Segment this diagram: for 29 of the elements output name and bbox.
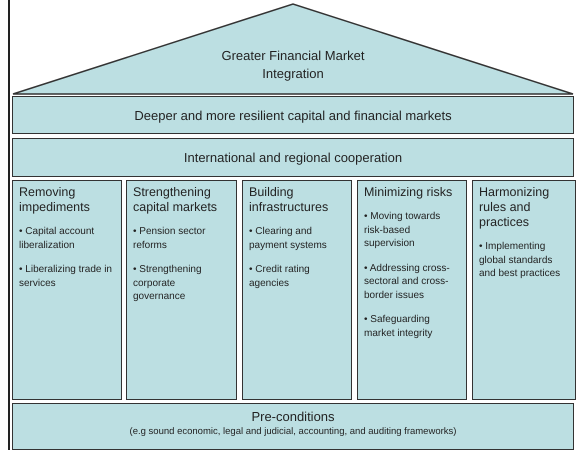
bullet-item: • Clearing and payment systems xyxy=(249,225,328,252)
band-title: International and regional cooperation xyxy=(184,150,402,165)
pillar-heading: Building infrastructures xyxy=(249,185,330,215)
bullet-item: • Capital account liberalization xyxy=(19,225,96,252)
pillar-panel xyxy=(357,180,467,400)
bullet-item: • Addressing cross-sectoral and cross-border issues xyxy=(364,262,451,302)
pillar-heading: Harmonizing rules and practices xyxy=(479,185,550,230)
pillar-heading: Removing impediments xyxy=(19,185,91,215)
pillar-panel xyxy=(242,180,352,400)
pillar-panel xyxy=(126,180,237,400)
bullet-item: • Strengthening corporate governance xyxy=(133,263,203,304)
bullet-item: • Pension sector reforms xyxy=(133,225,206,252)
pillar-panel xyxy=(12,180,122,400)
band-panel xyxy=(12,138,574,177)
band-panel xyxy=(12,96,574,134)
bullet-item: • Liberalizing trade in services xyxy=(19,263,113,290)
roof-title: Greater Financial Market Integration xyxy=(220,47,366,82)
bullet-item: • Safeguarding market integrity xyxy=(364,313,434,340)
bullet-item: • Credit rating agencies xyxy=(249,263,311,290)
bullet-item: • Implementing global standards and best practices xyxy=(479,240,562,280)
foundation-title: Pre-conditions xyxy=(250,408,336,426)
bullet-item: • Moving towards risk-based supervision xyxy=(364,210,442,250)
roof-shape xyxy=(12,3,574,95)
pillar-heading: Minimizing risks xyxy=(364,185,454,200)
pillar-heading: Strengthening capital markets xyxy=(133,185,218,215)
band-title: Deeper and more resilient capital and financial markets xyxy=(134,108,452,122)
pillar-panel xyxy=(472,180,576,400)
foundation-note: (e.g sound economic, legal and judicial, accounting, and auditing frameworks) xyxy=(128,426,458,438)
foundation-panel xyxy=(12,403,574,450)
